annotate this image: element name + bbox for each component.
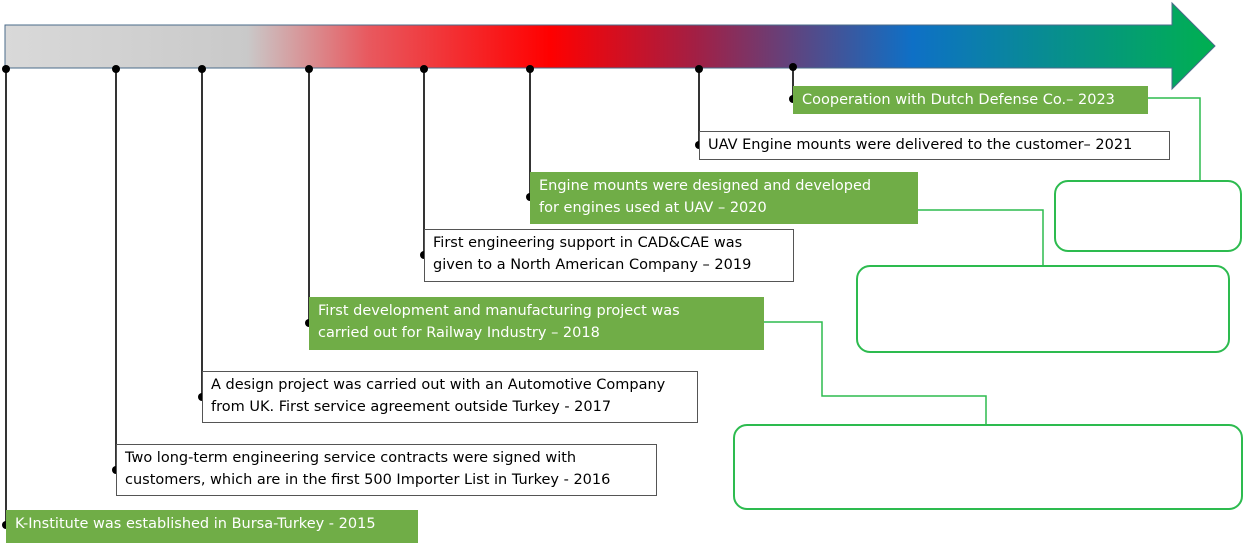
event-2020: Engine mounts were designed and develope… xyxy=(530,172,918,224)
event-2018-line-2: carried out for Railway Industry – 2018 xyxy=(318,325,600,341)
timeline-stems xyxy=(5,67,794,525)
event-2015-line-1: K-Institute was established in Bursa-Tur… xyxy=(15,516,376,532)
connector-2018 xyxy=(764,321,987,424)
event-2020-line-1: Engine mounts were designed and develope… xyxy=(539,178,872,194)
photo-frame-uav xyxy=(856,265,1230,353)
event-2019-line-2: given to a North American Company – 2019 xyxy=(433,257,752,273)
event-2018: First development and manufacturing proj… xyxy=(309,297,764,350)
event-2023: Cooperation with Dutch Defense Co.– 2023 xyxy=(793,86,1148,114)
event-2019-line-1: First engineering support in CAD&CAE was xyxy=(433,235,743,251)
event-2016-line-1: Two long-term engineering service contra… xyxy=(125,450,577,466)
event-2018-line-1: First development and manufacturing proj… xyxy=(318,303,680,319)
event-2023-line-1: Cooperation with Dutch Defense Co.– 2023 xyxy=(802,92,1115,108)
event-2015: K-Institute was established in Bursa-Tur… xyxy=(6,510,418,543)
photo-frame-ship xyxy=(1054,180,1242,252)
timeline-arrow xyxy=(4,1,1216,91)
connector-2020 xyxy=(918,209,1044,265)
event-2021: UAV Engine mounts were delivered to the … xyxy=(699,131,1170,160)
photo-frame-trains xyxy=(733,424,1243,510)
event-2016: Two long-term engineering service contra… xyxy=(116,444,657,496)
event-2017: A design project was carried out with an… xyxy=(202,371,698,423)
event-2016-line-2: customers, which are in the first 500 Im… xyxy=(125,472,611,488)
event-2020-line-2: for engines used at UAV – 2020 xyxy=(539,200,767,216)
event-2019: First engineering support in CAD&CAE was… xyxy=(424,229,794,282)
event-2021-line-1: UAV Engine mounts were delivered to the … xyxy=(708,137,1133,153)
event-2017-line-1: A design project was carried out with an… xyxy=(211,377,666,393)
connector-2023 xyxy=(1148,97,1201,180)
event-2017-line-2: from UK. First service agreement outside… xyxy=(211,399,612,415)
